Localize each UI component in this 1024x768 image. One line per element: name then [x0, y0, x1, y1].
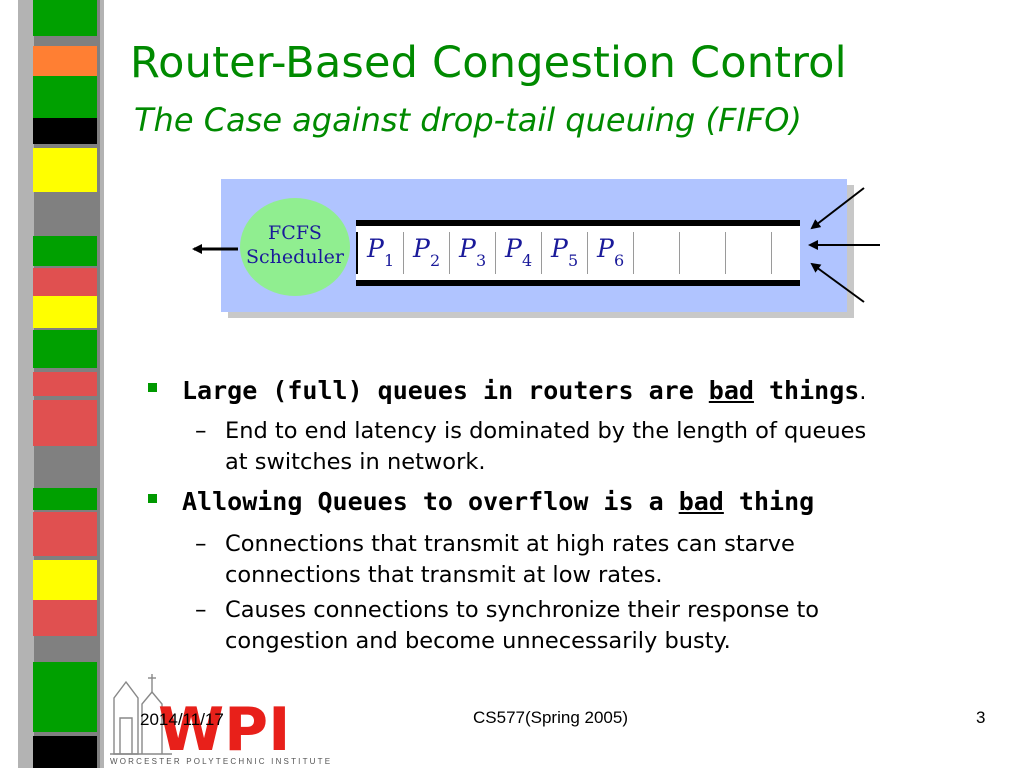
bullet-text-end: thing [723, 487, 815, 516]
strip-block [33, 46, 97, 76]
packet-index: 1 [384, 251, 395, 270]
sub-bullet-line: at switches in network. [225, 449, 486, 475]
sub-bullet-line: Causes connections to synchronize their … [225, 597, 820, 623]
strip-block [33, 488, 97, 510]
page-number: 3 [976, 708, 986, 727]
bullet-emphasis: bad [708, 376, 754, 405]
slide-subtitle: The Case against drop-tail queuing (FIFO… [134, 101, 802, 139]
queue-slot-empty [634, 232, 680, 274]
queue-slot-packet: P 6 [588, 232, 634, 274]
bullet-emphasis: bad [678, 487, 724, 516]
strip-block [33, 560, 97, 600]
packet-index: 4 [522, 251, 533, 270]
queue-slot-packet: P 4 [496, 232, 542, 274]
logo-wordmark: WPI [158, 695, 286, 765]
packet-label: P [597, 234, 614, 263]
strip-block [33, 600, 97, 636]
sub-bullet-dash: – [195, 597, 207, 623]
queue-diagram: P 1 P 2 P 3 P 4 P 5 P 6 [180, 172, 900, 322]
input-arrow-bottom [810, 262, 865, 303]
bullet-text-start: Allowing Queues to overflow is a [182, 487, 679, 516]
logo-caption: WORCESTER POLYTECHNIC INSTITUTE [110, 757, 333, 766]
slide-title: Router-Based Congestion Control [130, 38, 847, 88]
queue-slot-empty [680, 232, 726, 274]
sub-bullet-dash: – [195, 531, 207, 557]
queue-slot-packet: P 1 [358, 232, 404, 274]
packet-label: P [413, 234, 430, 263]
strip-block [33, 512, 97, 556]
packet-index: 3 [476, 251, 487, 270]
sub-bullet-dash: – [195, 418, 207, 444]
fifo-queue: P 1 P 2 P 3 P 4 P 5 P 6 [356, 220, 800, 286]
strip-block [33, 400, 97, 446]
strip-block [33, 118, 97, 144]
footer-course: CS577(Spring 2005) [473, 708, 628, 727]
bullet-text-end: things [753, 376, 860, 405]
input-arrow-top [810, 187, 865, 230]
strip-block [33, 0, 97, 36]
sub-bullet-line: connections that transmit at low rates. [225, 562, 663, 588]
strip-block [33, 148, 97, 192]
packet-label: P [505, 234, 522, 263]
queue-slot-empty [726, 232, 772, 274]
decorative-strip [0, 0, 110, 768]
scheduler-label-line: Scheduler [246, 246, 344, 268]
footer-date: 2014/11/17 [140, 710, 224, 729]
strip-block [33, 662, 97, 732]
strip-block [33, 268, 97, 296]
sub-bullet-line: Connections that transmit at high rates … [225, 531, 795, 557]
sub-bullet-line: End to end latency is dominated by the l… [225, 418, 867, 444]
bullet-text: Allowing Queues to overflow is a bad thi… [182, 487, 814, 516]
bullet-point: Allowing Queues to overflow is a bad thi… [148, 487, 1018, 521]
strip-block [33, 330, 97, 368]
sub-bullet: – End to end latency is dominated by the… [195, 418, 995, 478]
packet-label: P [459, 234, 476, 263]
strip-block [33, 296, 97, 328]
strip-block [33, 236, 97, 266]
strip-block [33, 736, 97, 768]
queue-slot-packet: P 2 [404, 232, 450, 274]
sub-bullet-line: congestion and become unnecessarily bust… [225, 628, 731, 654]
queue-slot-packet: P 5 [542, 232, 588, 274]
queue-slot-packet: P 3 [450, 232, 496, 274]
flow-arrows [192, 187, 880, 303]
strip-block [33, 372, 97, 396]
strip-block [33, 76, 97, 118]
packet-label: P [551, 234, 568, 263]
sub-bullet: – Causes connections to synchronize thei… [195, 597, 995, 657]
bullet-period: . [859, 380, 867, 405]
bullet-marker [148, 494, 157, 503]
wpi-logo: WPI [110, 674, 286, 765]
packet-label: P [367, 234, 384, 263]
fcfs-scheduler: FCFS Scheduler [240, 198, 350, 296]
queue-head-edge [356, 232, 358, 274]
bullet-marker [148, 383, 157, 392]
packet-index: 2 [430, 251, 441, 270]
bullet-text: Large (full) queues in routers are bad t… [182, 376, 866, 405]
bullet-point: Large (full) queues in routers are bad t… [148, 376, 1018, 410]
sub-bullet: – Connections that transmit at high rate… [195, 531, 995, 591]
packet-index: 6 [614, 251, 625, 270]
bullet-text-start: Large (full) queues in routers are [182, 376, 709, 405]
packet-index: 5 [568, 251, 579, 270]
scheduler-label-line: FCFS [268, 222, 322, 244]
